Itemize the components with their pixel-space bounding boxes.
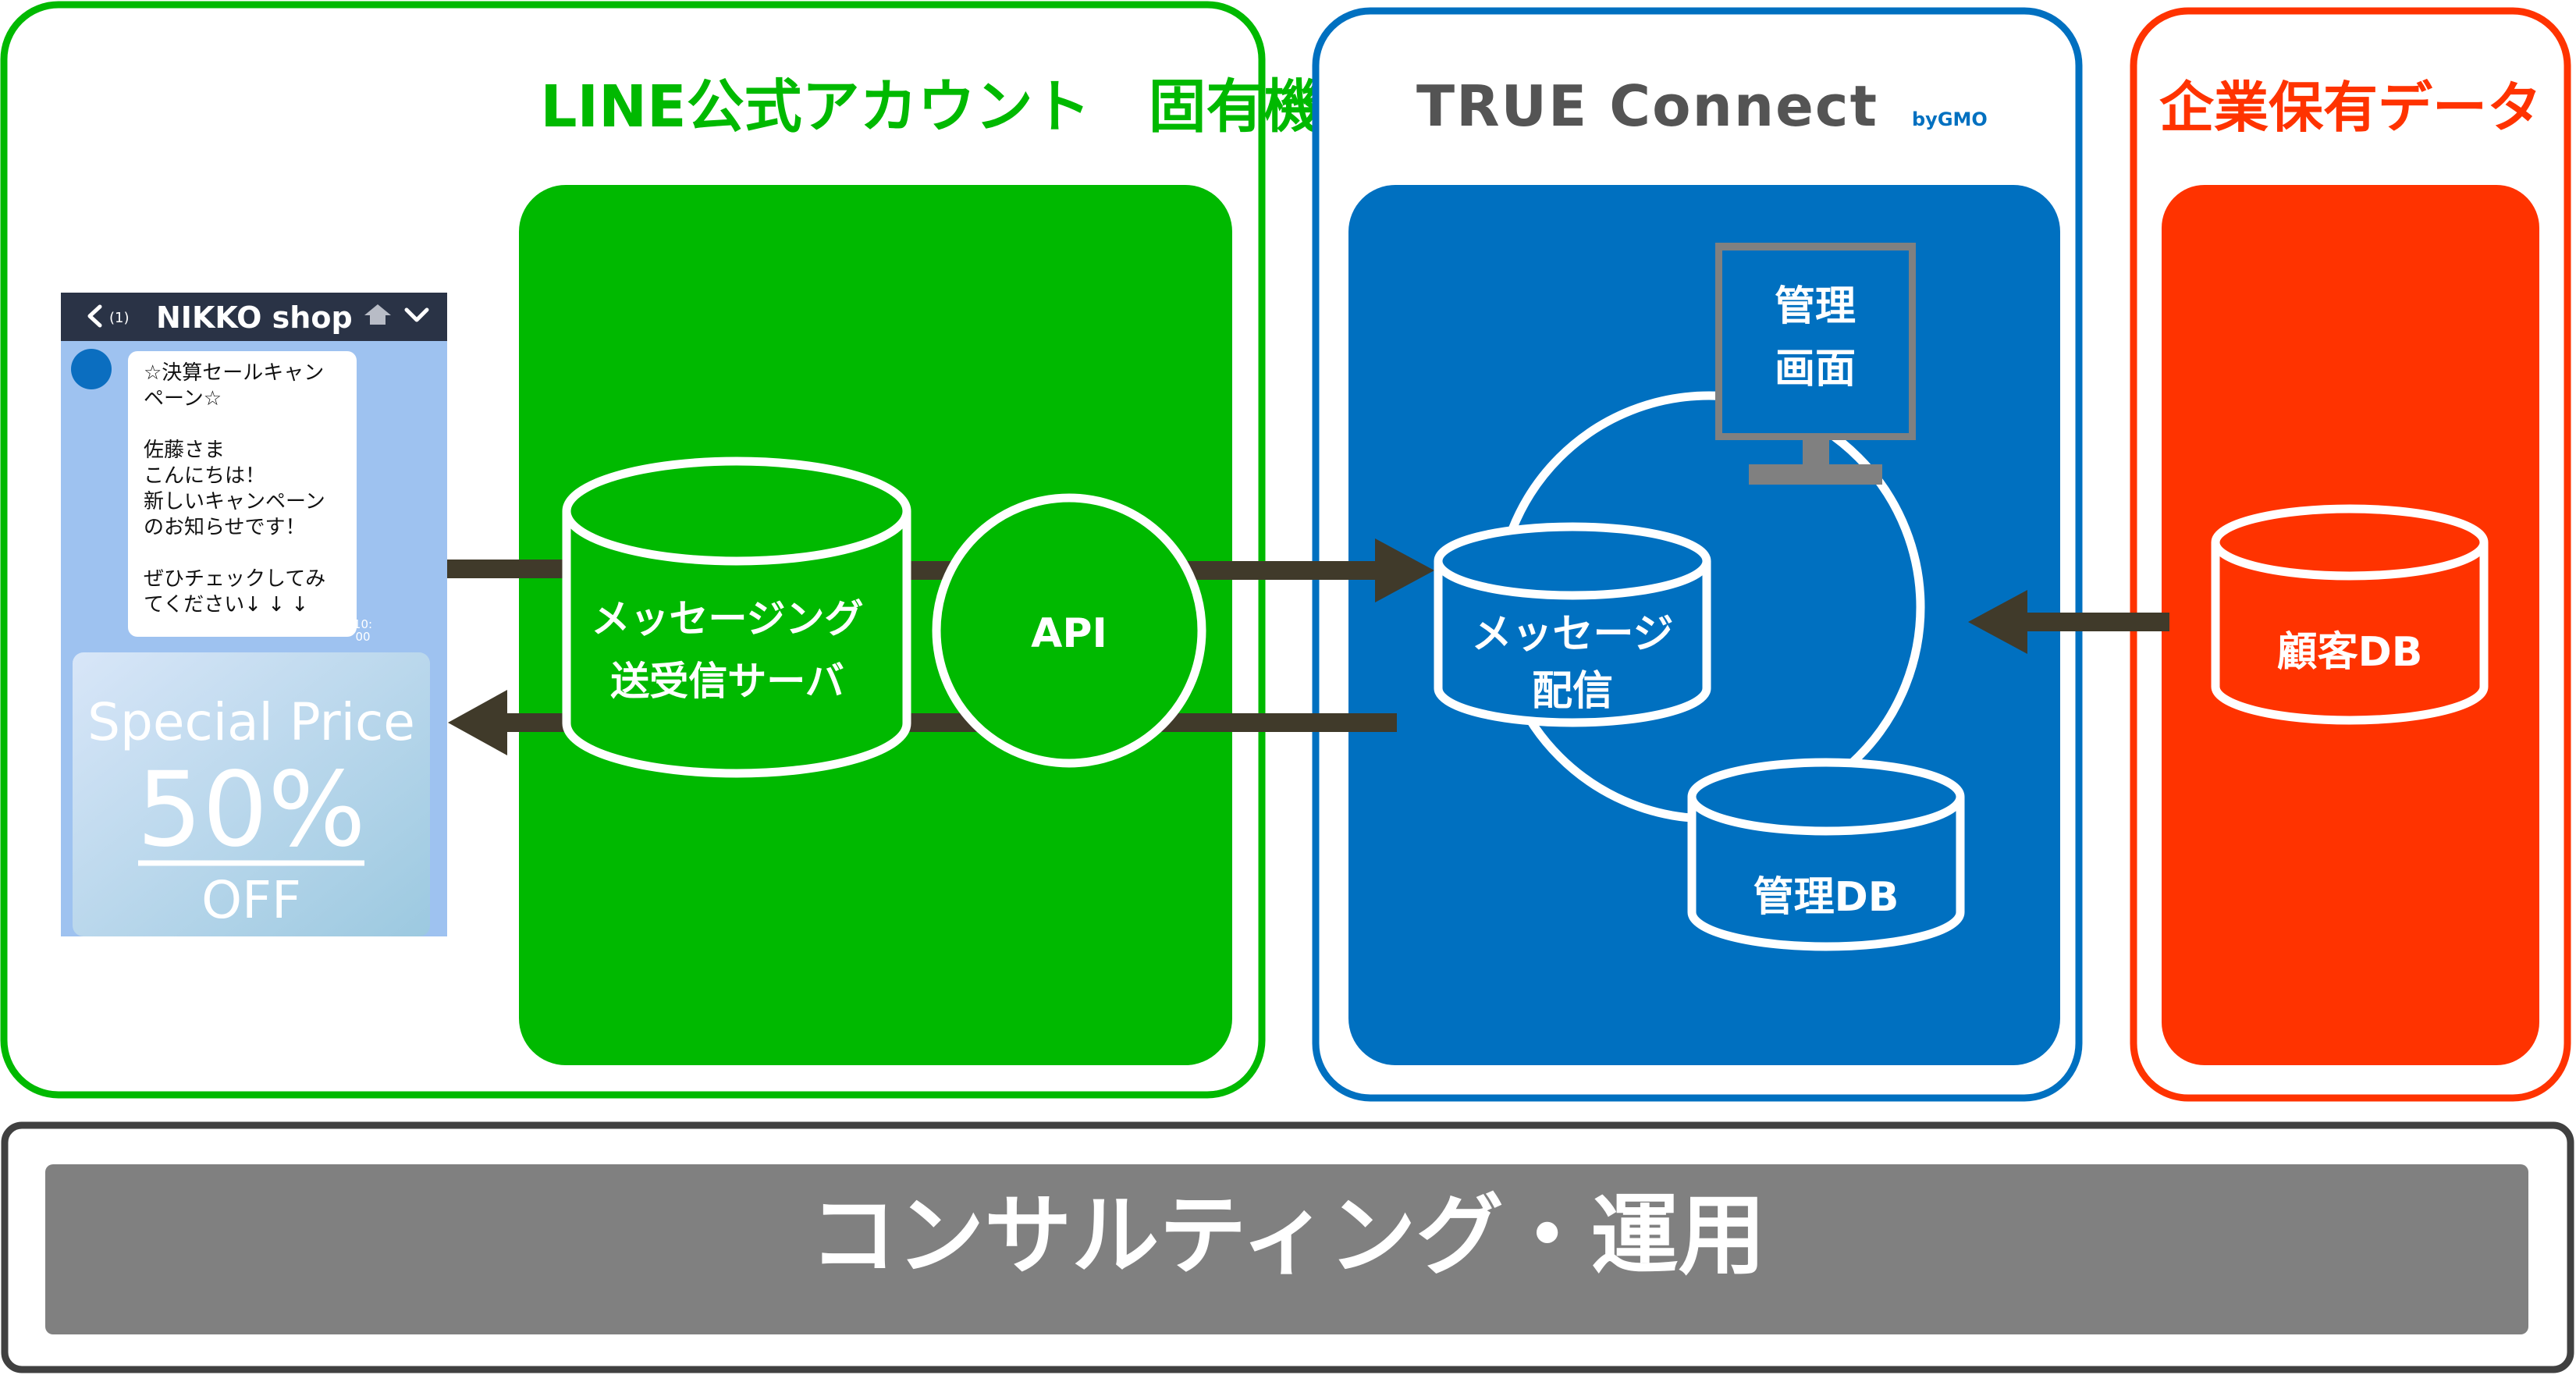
footer-label: コンサルティング・運用 [809,1185,1765,1287]
true-connect-logo: TRUE Connect [1416,73,1878,139]
management-db-cylinder [1687,758,1965,951]
corporate-section-title: 企業保有データ [2159,76,2542,140]
monitor-screen [1722,250,1909,433]
customer-db-label: 顧客DB [2277,629,2423,676]
api-node [932,493,1206,768]
arrow-delivery-to-phone-head [448,690,507,755]
message-delivery-cylinder [1434,522,1711,727]
true-connect-logo-sub: byGMO [1912,108,1988,130]
api-label: API [1031,610,1107,657]
messaging-server-label-line1: メッセージング [592,596,864,641]
arrow-api-to-delivery-head [1375,538,1434,602]
chevron-left-icon[interactable] [87,304,102,328]
arrow-customer-db-head [1968,590,2027,654]
message-delivery-label-line2: 配信 [1532,668,1613,715]
messaging-server-cylinder [562,457,911,778]
home-icon[interactable] [364,304,391,325]
avatar [71,349,112,389]
banner-special-price: Special Price [87,692,415,752]
footer-band [45,1164,2528,1334]
monitor-icon [1715,243,1916,485]
banner-off: OFF [201,870,301,930]
chevron-down-icon[interactable] [404,307,429,322]
chat-message-text: ☆決算セールキャン ペーン☆ 佐藤さま こんにちは！ 新しいキャンペーン のお知… [144,361,326,616]
phone-mockup: (1) NIKKO shop Special Price 50% OFF [61,293,447,936]
management-screen-label-line2: 画面 [1775,346,1856,393]
management-screen-label-line1: 管理 [1775,283,1856,330]
messaging-server-label-line2: 送受信サーバ [610,659,844,704]
message-delivery-label-line1: メッセージ [1472,611,1674,658]
shop-name: NIKKO shop [156,300,353,335]
banner-percent: 50% [137,750,365,870]
customer-db-cylinder [2211,504,2489,725]
monitor-stand-base [1749,464,1882,485]
chat-time: 10:00 [353,617,373,644]
unread-count: (1) [109,310,130,326]
chat-bubble [128,351,357,637]
management-db-label: 管理DB [1753,874,1899,921]
line-section-title: LINE公式アカウント 固有機能 [540,73,1379,140]
